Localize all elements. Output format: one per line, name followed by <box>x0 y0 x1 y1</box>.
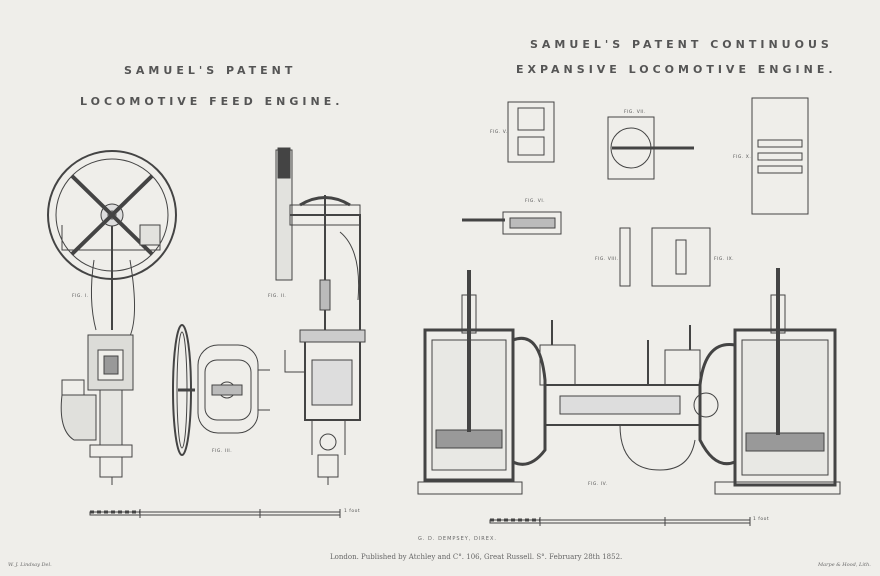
fig5-valve-face <box>507 101 555 163</box>
left-scale-bar <box>89 509 341 518</box>
left-title-line1: SAMUEL'S PATENT <box>124 64 297 77</box>
publisher-line: London. Published by Atchley and C°. 106… <box>330 553 623 561</box>
fig9-caption: FIG. IX. <box>714 257 735 262</box>
fig2-vertical-section <box>275 147 366 485</box>
fig6-valve-section <box>462 211 562 235</box>
right-lithographer-credit: Marpe & Hood, Lith. <box>818 562 871 568</box>
right-title-line2: EXPANSIVE LOCOMOTIVE ENGINE. <box>516 63 837 76</box>
fig5-caption: FIG. V. <box>490 130 508 135</box>
fig10-caption: FIG. X. <box>733 155 752 160</box>
fig4-caption: FIG. IV. <box>588 482 608 487</box>
fig1-flywheel-engine <box>47 150 177 485</box>
fig3-caption: FIG. III. <box>212 449 233 454</box>
right-scale-label: 1 foot <box>753 517 770 522</box>
left-scale-label: 1 foot <box>344 509 361 514</box>
right-title-line1: SAMUEL'S PATENT CONTINUOUS <box>530 38 833 51</box>
right-scale-bar <box>489 517 751 526</box>
fig10-slide-plate <box>751 97 809 215</box>
fig7-caption: FIG. VII. <box>624 110 646 115</box>
fig4-twin-cylinder-section <box>417 268 841 495</box>
director-credit: G. D. DEMPSEY, DIREX. <box>418 536 497 542</box>
fig8-fig9-plates <box>619 227 711 287</box>
fig7-disc-valve <box>607 116 694 180</box>
fig1-caption: FIG. I. <box>72 294 89 299</box>
left-artist-credit: W. J. Lindsay Del. <box>8 562 52 568</box>
fig3-wheel-and-plan <box>172 324 270 456</box>
left-title-line2: LOCOMOTIVE FEED ENGINE. <box>80 95 344 108</box>
fig6-caption: FIG. VI. <box>525 199 546 204</box>
fig8-caption: FIG. VIII. <box>595 257 619 262</box>
fig2-caption: FIG. II. <box>268 294 287 299</box>
